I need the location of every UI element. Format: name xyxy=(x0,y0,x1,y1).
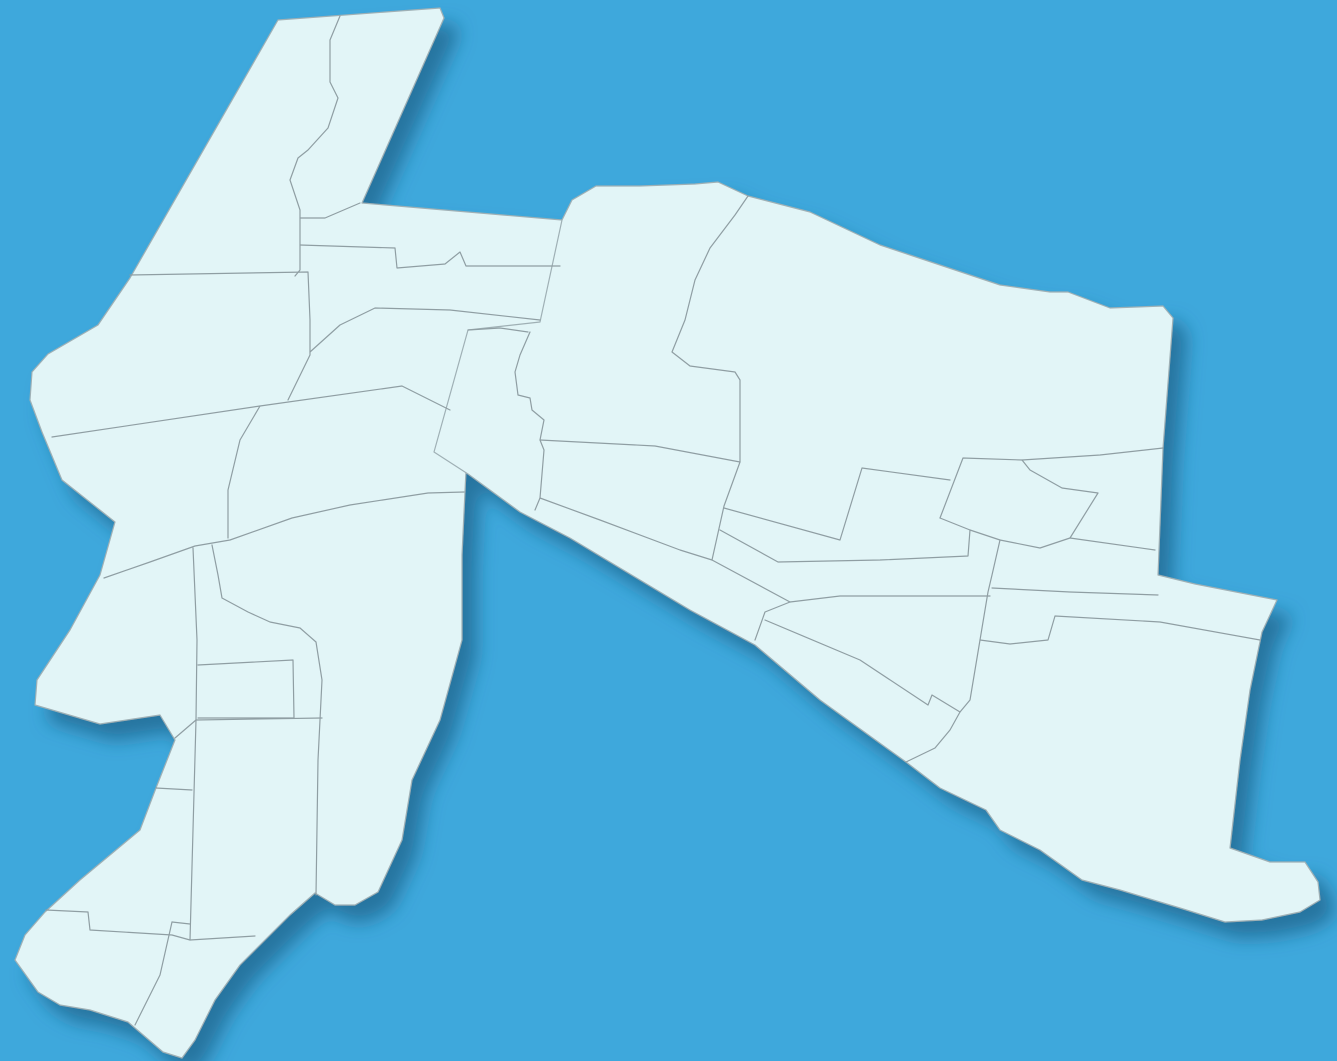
district-boundaries xyxy=(45,15,1261,1026)
district-boundary xyxy=(959,539,1001,713)
district-boundary xyxy=(723,467,951,541)
district-boundary xyxy=(299,244,561,269)
district-boundary xyxy=(174,717,323,739)
district-boundary xyxy=(129,271,311,401)
district-boundary xyxy=(789,595,991,603)
district-boundary xyxy=(171,921,191,925)
district-boundary xyxy=(539,439,741,463)
district-boundary xyxy=(197,659,295,719)
district-boundary xyxy=(51,385,451,438)
district-boundary xyxy=(991,587,1159,596)
district-boundary xyxy=(671,195,749,561)
district-boundary xyxy=(764,619,961,763)
district-boundary xyxy=(754,601,791,641)
district-boundary xyxy=(719,517,971,563)
district-boundary xyxy=(45,909,256,941)
landmass-group xyxy=(14,7,1321,1059)
district-boundary xyxy=(299,202,361,219)
district-boundary xyxy=(211,544,323,896)
district-boundary xyxy=(289,15,341,277)
district-boundary xyxy=(467,327,529,333)
district-boundary xyxy=(969,459,1099,549)
district-boundary xyxy=(514,331,545,511)
district-boundary xyxy=(1069,537,1156,551)
district-boundary xyxy=(155,787,193,791)
district-boundary xyxy=(539,497,791,603)
district-boundary xyxy=(103,491,465,579)
landmass-east[interactable] xyxy=(433,181,1321,923)
district-boundary xyxy=(134,921,173,1026)
district-boundary xyxy=(309,307,541,353)
district-boundary xyxy=(227,405,261,539)
district-boundary xyxy=(979,615,1261,645)
